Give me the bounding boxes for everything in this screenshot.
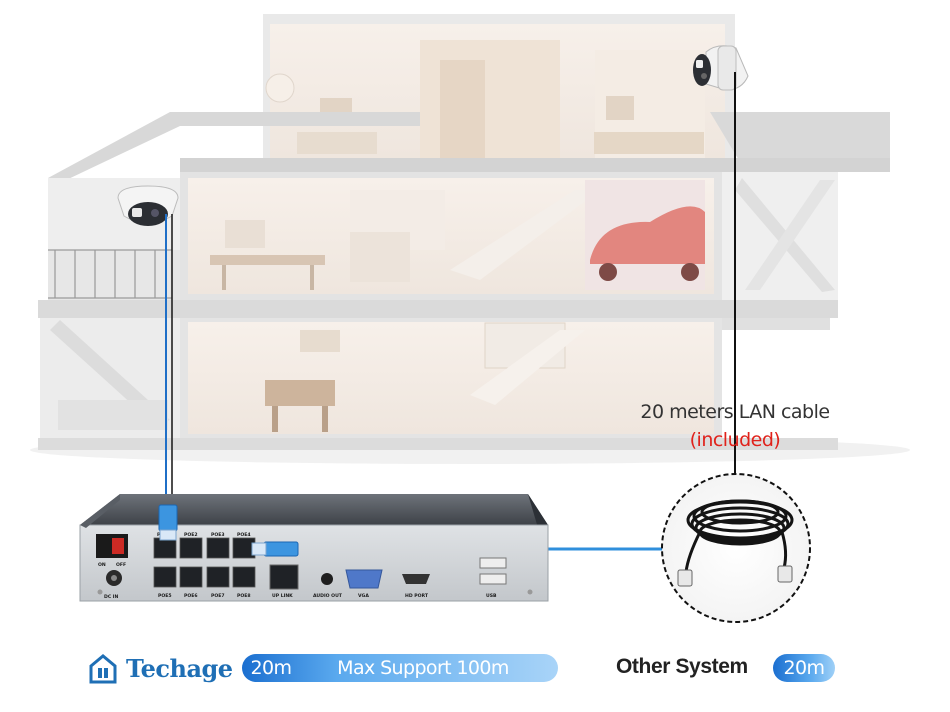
nvr-recorder <box>79 494 549 602</box>
house <box>30 14 910 464</box>
nvr-label-on: ON <box>98 562 106 568</box>
techage-max-support: Max Support 100m <box>337 657 509 679</box>
other-distance-pill: 20m <box>773 654 835 682</box>
nvr-label-poe5: POE5 <box>158 593 172 599</box>
lan-plug-top <box>158 504 178 541</box>
nvr-label-hd-port: HD PORT <box>405 593 429 599</box>
techage-distance: 20m <box>250 657 292 679</box>
nvr-label-poe4: POE4 <box>237 532 251 538</box>
lan-plug-side <box>251 541 299 557</box>
nvr-label-poe6: POE6 <box>184 593 198 599</box>
nvr-label-poe7: POE7 <box>211 593 225 599</box>
techage-brand: Techage <box>90 650 233 686</box>
lan-cable-coil-icon <box>661 473 811 623</box>
techage-distance-pill: 20m Max Support 100m <box>242 654 558 682</box>
cable-included-note: (included) <box>689 429 781 451</box>
camera-dome-icon <box>117 185 179 226</box>
nvr-label-usb: USB <box>486 593 497 599</box>
nvr-label-dc-in: DC IN <box>104 594 118 600</box>
techage-logo-icon <box>89 654 117 684</box>
nvr-label-uplink: UP LINK <box>272 593 293 599</box>
nvr-label-off: OFF <box>116 562 126 568</box>
camera-bullet-icon <box>693 45 749 91</box>
nvr-label-poe2: POE2 <box>184 532 198 538</box>
nvr-label-vga: VGA <box>358 593 369 599</box>
other-distance: 20m <box>783 657 825 679</box>
nvr-label-poe8: POE8 <box>237 593 251 599</box>
brand-name: Techage <box>126 653 233 683</box>
cable-title: 20 meters LAN cable <box>640 401 830 423</box>
nvr-label-poe3: POE3 <box>211 532 225 538</box>
other-system-label: Other System <box>616 655 748 678</box>
nvr-label-audio-out: AUDIO OUT <box>313 593 343 599</box>
